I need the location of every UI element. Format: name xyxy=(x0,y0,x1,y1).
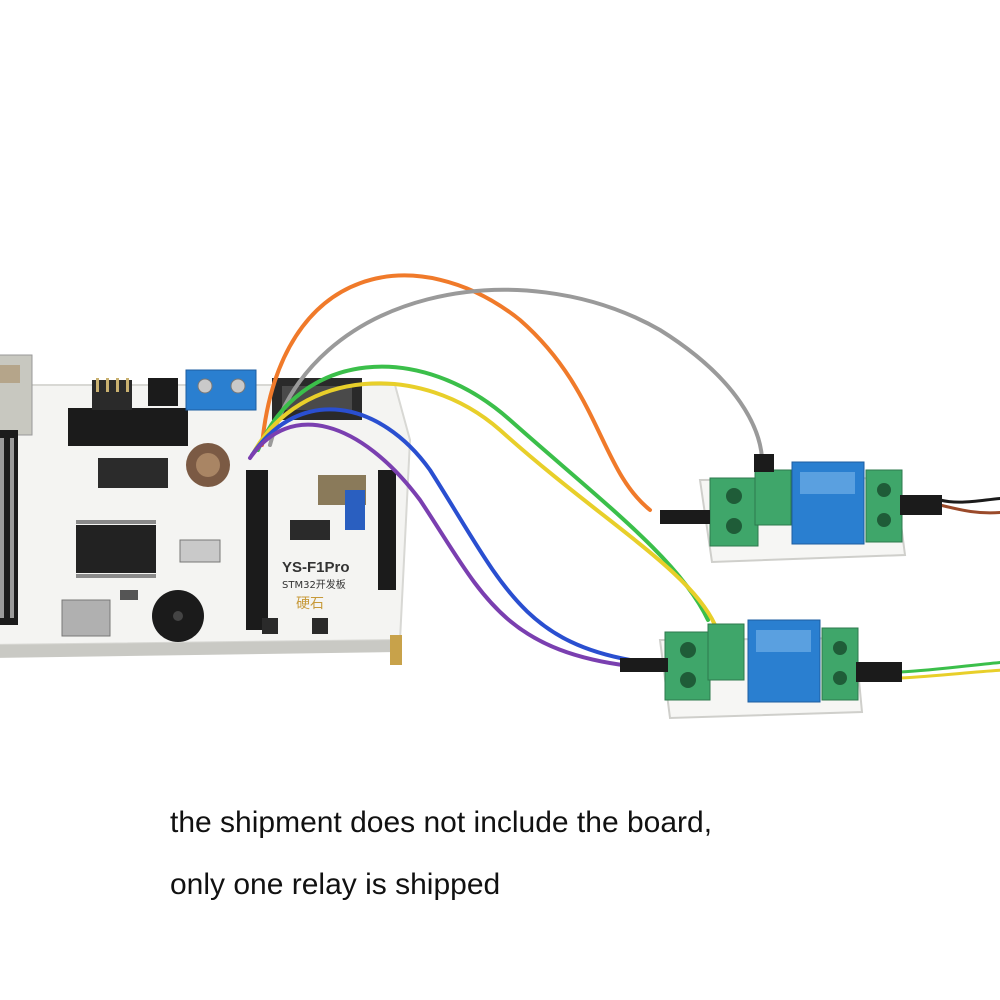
board-sub-label: STM32开发板 xyxy=(282,578,346,591)
top-pin-header xyxy=(68,408,188,446)
orange-wire xyxy=(260,273,652,512)
relay-terminal-mid xyxy=(707,623,745,681)
board-screw-terminal xyxy=(185,369,257,411)
right-pin-header xyxy=(246,470,268,630)
purple-wire xyxy=(248,422,632,668)
relay-module-lower xyxy=(620,619,902,720)
dev-board: YS-F1Pro STM32开发板 硬石 xyxy=(0,354,412,665)
relay-terminal-mid xyxy=(754,469,792,526)
caption-line-2: only one relay is shipped xyxy=(170,868,501,901)
green-wire xyxy=(256,364,710,622)
relay-terminal-right xyxy=(865,469,903,543)
jumper-wires xyxy=(248,273,1000,680)
brass-standoff xyxy=(390,635,402,665)
mcu-chip xyxy=(76,525,156,573)
board-model-label: YS-F1Pro xyxy=(282,559,350,576)
relay-module-upper xyxy=(660,454,942,564)
blue-wire xyxy=(250,407,632,662)
board-logo-label: 硬石 xyxy=(296,596,324,612)
caption-line-1: the shipment does not include the board, xyxy=(170,806,713,839)
flash-chip xyxy=(98,458,168,488)
relay-terminal-right xyxy=(821,627,859,701)
gray-wire xyxy=(268,287,764,460)
yellow-wire xyxy=(252,381,717,627)
sd-card-slot xyxy=(61,599,111,637)
